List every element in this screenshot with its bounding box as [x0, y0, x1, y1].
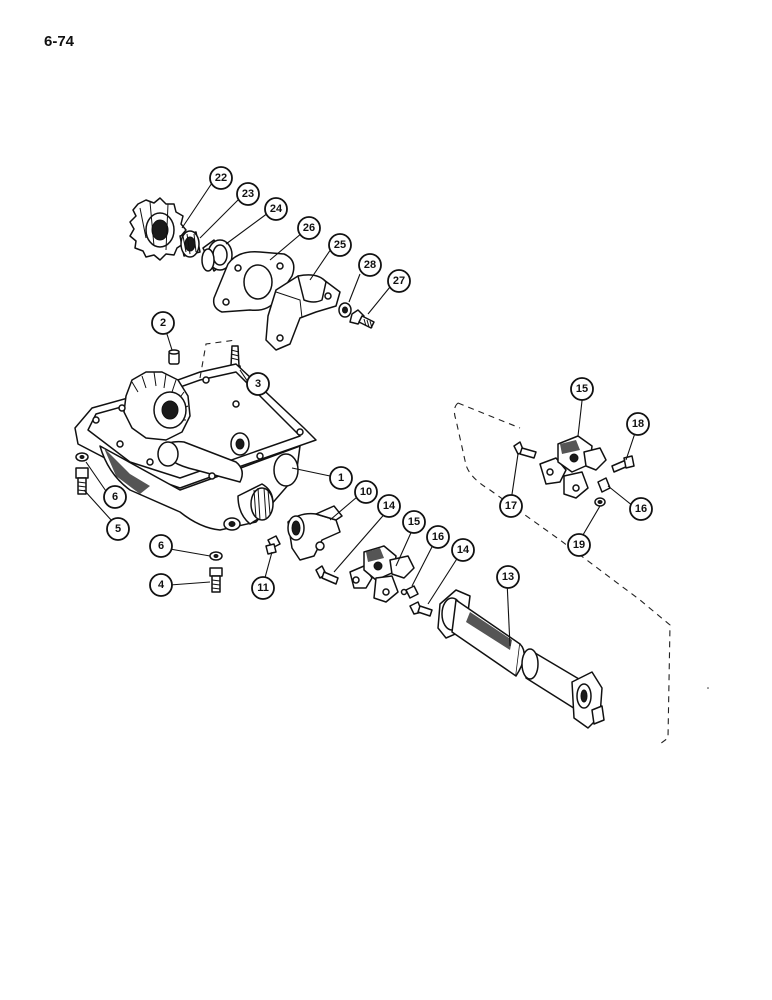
callout-18: 18 — [626, 412, 650, 436]
lock-washer — [338, 302, 352, 318]
left-washer — [75, 452, 89, 462]
svg-text:28: 28 — [364, 259, 376, 271]
svg-text:13: 13 — [502, 571, 514, 583]
callout-13: 13 — [496, 565, 520, 589]
svg-text:3: 3 — [255, 378, 261, 390]
u-joint-bolt-left — [513, 441, 537, 459]
callout-6-left: 6 — [103, 485, 127, 509]
callouts: 22 23 24 26 25 28 27 2 3 1 6 5 6 4 10 11… — [103, 166, 653, 600]
callout-2: 2 — [151, 311, 175, 335]
callout-10: 10 — [354, 480, 378, 504]
callout-26: 26 — [297, 216, 321, 240]
svg-text:17: 17 — [505, 500, 517, 512]
svg-text:22: 22 — [215, 172, 227, 184]
drive-shaft — [437, 589, 605, 729]
group-boundary-top — [457, 402, 521, 429]
callout-16-upper: 16 — [629, 497, 653, 521]
callout-15-upper: 15 — [570, 377, 594, 401]
svg-text:18: 18 — [632, 418, 644, 430]
callout-28: 28 — [358, 253, 382, 277]
callout-11: 11 — [251, 576, 275, 600]
svg-text:1: 1 — [338, 472, 344, 484]
group-boundary — [453, 402, 671, 745]
callout-6-bottom: 6 — [149, 534, 173, 558]
callout-19: 19 — [567, 533, 591, 557]
grease-fitting-lower — [400, 585, 419, 599]
universal-joint-upper — [539, 435, 607, 499]
svg-text:24: 24 — [270, 203, 283, 215]
callout-24: 24 — [264, 197, 288, 221]
callout-5: 5 — [106, 517, 130, 541]
universal-joint-lower — [349, 545, 415, 603]
svg-text:10: 10 — [360, 486, 372, 498]
callout-23: 23 — [236, 182, 260, 206]
bearing-cone — [179, 230, 201, 258]
svg-text:4: 4 — [158, 579, 165, 591]
callout-17: 17 — [499, 494, 523, 518]
svg-text:19: 19 — [573, 539, 585, 551]
callout-3: 3 — [246, 372, 270, 396]
svg-text:15: 15 — [576, 383, 588, 395]
svg-text:11: 11 — [257, 582, 269, 594]
callout-1: 1 — [329, 466, 353, 490]
svg-text:15: 15 — [408, 516, 420, 528]
grease-fitting-upper — [597, 477, 611, 493]
svg-text:16: 16 — [635, 503, 647, 515]
bearing-cover — [265, 274, 341, 351]
svg-text:2: 2 — [160, 317, 166, 329]
cover-bolt — [349, 309, 375, 329]
drain-plug — [265, 535, 281, 555]
output-yoke — [287, 505, 343, 561]
callout-14-right: 14 — [451, 538, 475, 562]
callout-14-left: 14 — [377, 494, 401, 518]
joint-bolt — [409, 601, 433, 617]
svg-text:25: 25 — [334, 239, 346, 251]
callout-25: 25 — [328, 233, 352, 257]
svg-text:27: 27 — [393, 275, 405, 287]
callout-15-lower: 15 — [402, 510, 426, 534]
left-bolt — [75, 467, 89, 495]
page-number: 6-74 — [44, 33, 75, 50]
bottom-bolt — [209, 567, 223, 593]
callout-16-lower: 16 — [426, 525, 450, 549]
yoke-bolt — [315, 565, 339, 585]
lock-nut — [594, 497, 606, 507]
svg-text:16: 16 — [432, 531, 444, 543]
u-joint-bolt-right — [611, 455, 635, 473]
svg-text:6: 6 — [112, 491, 118, 503]
svg-text:6: 6 — [158, 540, 164, 552]
bearing-cup — [201, 239, 233, 272]
svg-text:14: 14 — [383, 500, 396, 512]
svg-text:26: 26 — [303, 222, 315, 234]
svg-text:23: 23 — [242, 188, 254, 200]
dowel-pin — [168, 349, 180, 365]
callout-22: 22 — [209, 166, 233, 190]
drive-gear — [129, 197, 187, 261]
callout-27: 27 — [387, 269, 411, 293]
stray-mark — [707, 687, 709, 689]
svg-text:5: 5 — [115, 523, 121, 535]
svg-text:14: 14 — [457, 544, 470, 556]
callout-4: 4 — [149, 573, 173, 597]
bottom-washer — [209, 551, 223, 561]
